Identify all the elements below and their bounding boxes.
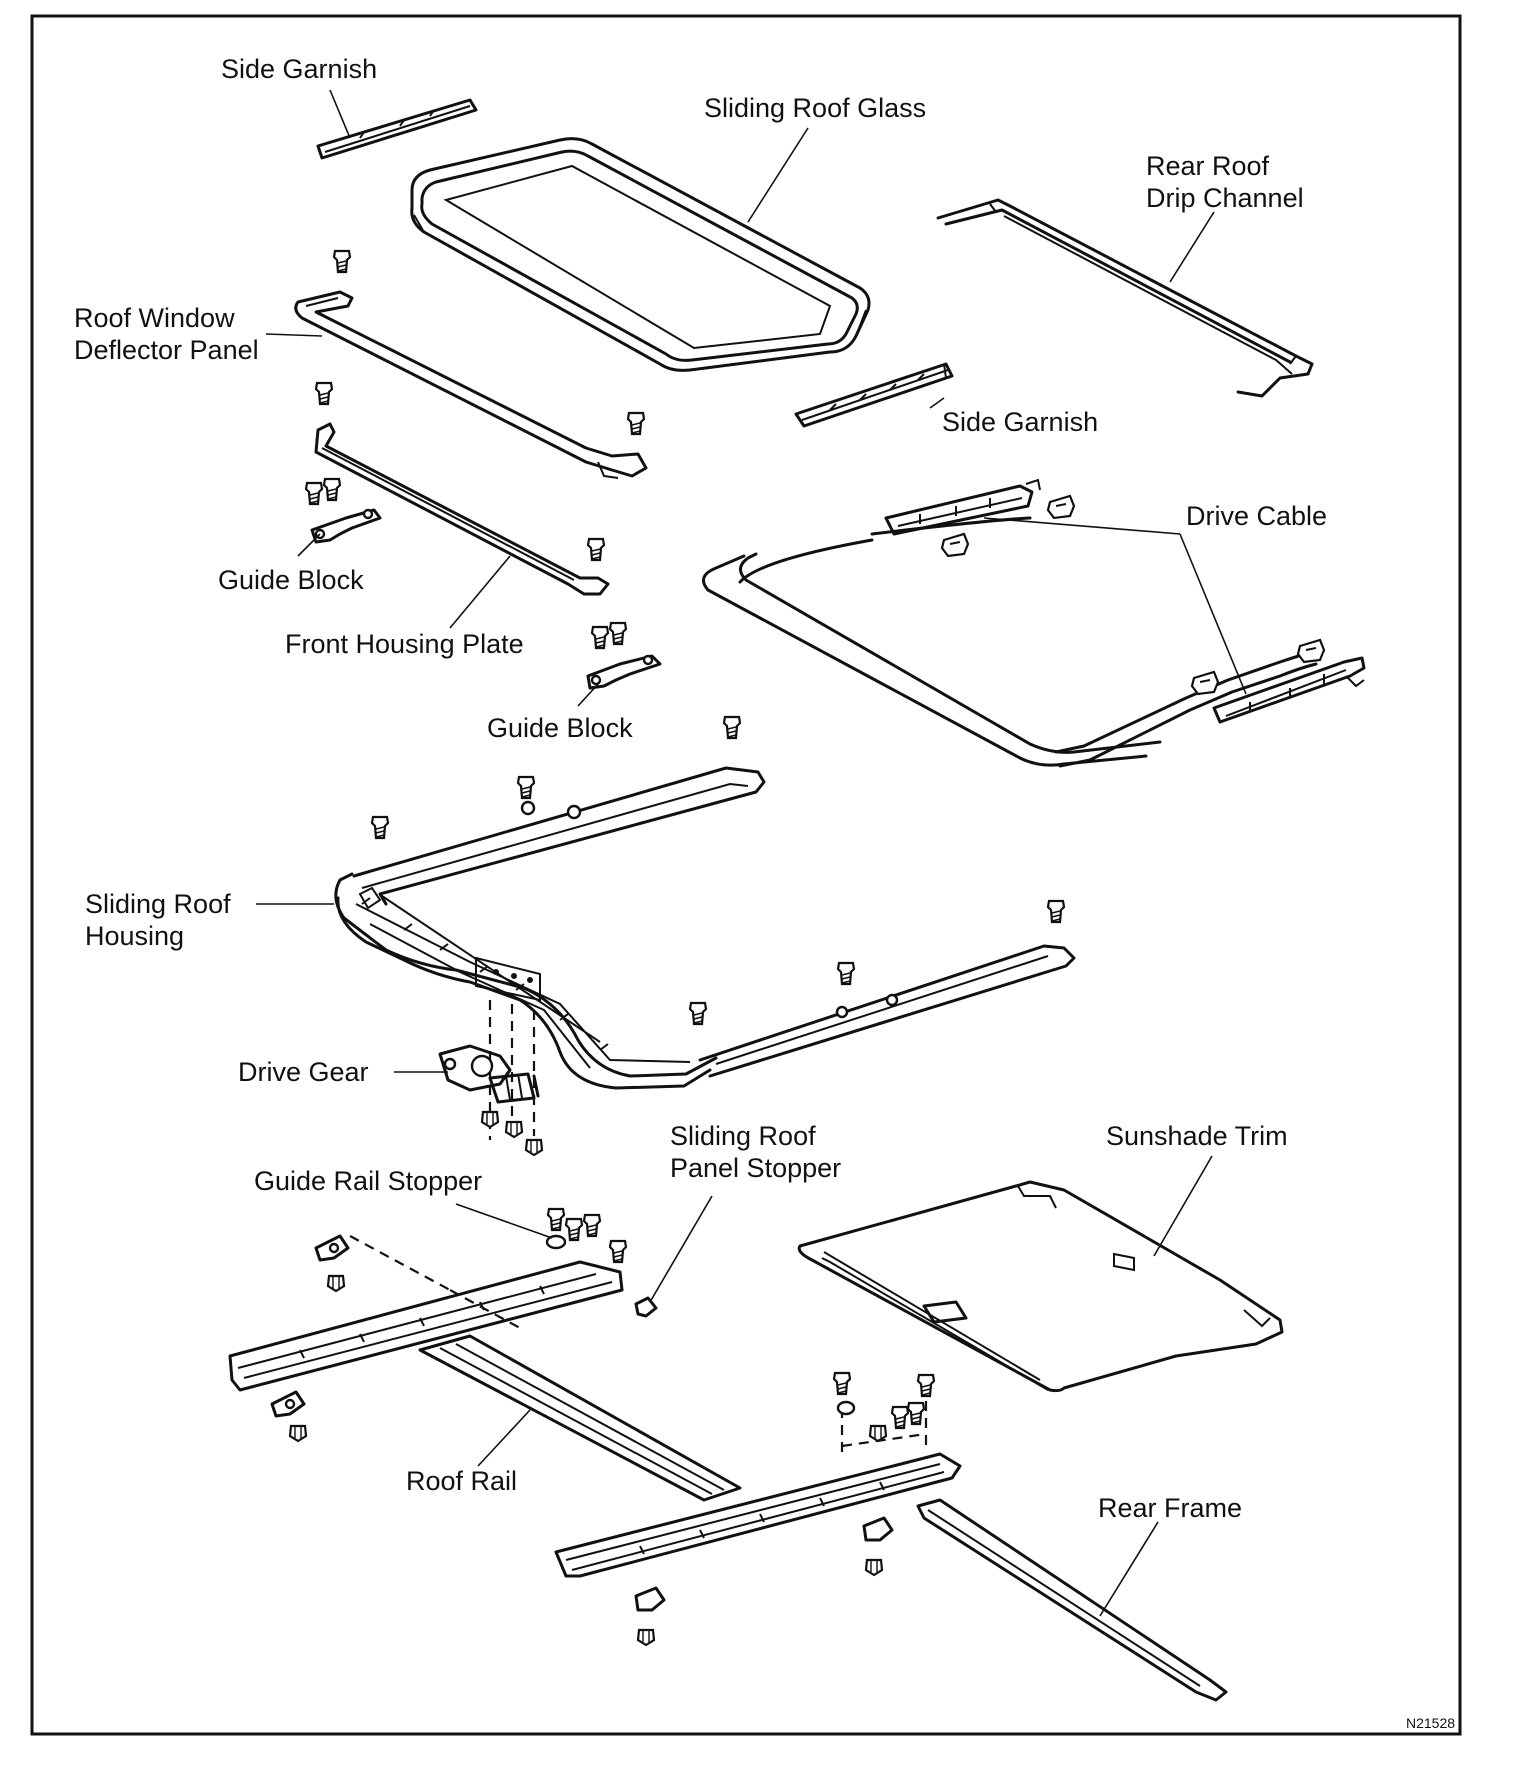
drive-cable-part (702, 478, 1366, 768)
roof-rail-leader (477, 1409, 531, 1467)
sliding-roof-panel-stopper-label-2: Panel Stopper (670, 1153, 841, 1183)
guide-block-left-label: Guide Block (218, 565, 364, 595)
side-garnish-top-leader (329, 89, 351, 139)
guide-rail-stopper-part (270, 1234, 521, 1418)
sliding-roof-panel-stopper-leader (649, 1195, 713, 1303)
figure-code: N21528 (1406, 1715, 1455, 1731)
sliding-roof-glass-label: Sliding Roof Glass (704, 93, 926, 123)
roof-window-deflector-panel-part (294, 290, 648, 479)
roof-window-deflector-panel-label-2: Deflector Panel (74, 335, 259, 365)
sliding-roof-housing-part (334, 766, 1076, 1090)
sunshade-trim-label: Sunshade Trim (1106, 1121, 1288, 1151)
sliding-roof-panel-stopper-part (634, 1296, 658, 1318)
drive-cable-label: Drive Cable (1186, 501, 1327, 531)
rear-roof-drip-channel-part (936, 198, 1314, 398)
guide-rail-stopper-leader (455, 1203, 553, 1239)
guide-block-left-leader (297, 533, 321, 557)
rear-roof-drip-channel-leader (1169, 211, 1215, 283)
sunshade-trim-part (797, 1180, 1284, 1393)
sliding-roof-housing-label-1: Sliding Roof (85, 889, 231, 919)
sliding-roof-glass-part (410, 137, 871, 372)
rear-roof-drip-channel-label-2: Drip Channel (1146, 183, 1304, 213)
sliding-roof-glass-leader (747, 127, 809, 223)
side-garnish-top-label: Side Garnish (221, 54, 377, 84)
front-housing-plate-part (314, 422, 610, 596)
drive-gear-part (438, 1000, 540, 1140)
side-garnish-mid-part (794, 362, 954, 428)
guide-block-center-leader (577, 681, 601, 707)
rear-stopper-right (862, 1516, 894, 1542)
guide-rail-stopper-label: Guide Rail Stopper (254, 1166, 482, 1196)
front-housing-plate-label: Front Housing Plate (285, 629, 524, 659)
sunshade-trim-leader (1153, 1155, 1213, 1257)
side-garnish-mid-label: Side Garnish (942, 407, 1098, 437)
roof-window-deflector-panel-leader (265, 333, 323, 337)
drive-cable-leader-1 (983, 517, 1181, 535)
drive-gear-label: Drive Gear (238, 1057, 369, 1087)
figure-border (30, 14, 1462, 1736)
drive-cable-leader-2 (1179, 533, 1247, 695)
sliding-roof-panel-stopper-label-1: Sliding Roof (670, 1121, 816, 1151)
roof-rail-part (228, 1260, 962, 1578)
side-garnish-top-part (316, 98, 478, 160)
rear-frame-label: Rear Frame (1098, 1493, 1242, 1523)
rear-roof-drip-channel-label-1: Rear Roof (1146, 151, 1270, 181)
guide-block-center-label: Guide Block (487, 713, 633, 743)
rear-frame-leader (1099, 1521, 1159, 1617)
roof-rail-label: Roof Rail (406, 1466, 517, 1496)
roof-window-deflector-panel-label-1: Roof Window (74, 303, 235, 333)
side-garnish-mid-leader (929, 397, 945, 409)
guide-block-left-part (310, 508, 382, 544)
rear-frame-part (916, 1498, 1228, 1702)
front-housing-plate-leader (449, 555, 511, 629)
rear-stopper-left (634, 1586, 666, 1612)
sliding-roof-housing-label-2: Housing (85, 921, 184, 951)
